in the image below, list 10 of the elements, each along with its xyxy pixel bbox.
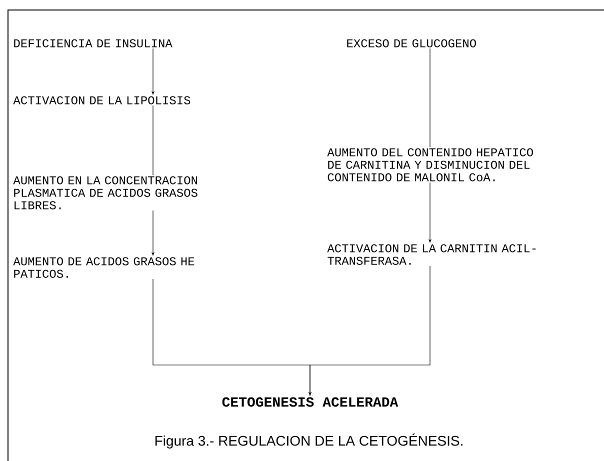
step-text: ACTIVACION DE LA CARNITIN ACIL-TRANSFERASA. xyxy=(327,244,536,265)
step-text: AUMENTO DE ACIDOS GRASOS HE PATICOS. xyxy=(13,257,194,278)
step-text: ACTIVACION DE LA LIPOLISIS xyxy=(13,96,190,104)
step-text: EXCESO DE GLUCOGENO xyxy=(347,39,476,48)
step-text: AUMENTO DEL CONTENIDO HEPATICO DE CARNITINA Y DISMINUCION DEL CONTENIDO DE MALONIL CoA. xyxy=(327,148,533,182)
step-text: DEFICIENCIA DE INSULINA xyxy=(14,39,172,48)
caption: Figura 3.- REGULACION DE LA CETOGÉNESIS. xyxy=(155,433,462,449)
step-text: CETOGENESIS ACELERADA xyxy=(222,397,398,407)
step-text: AUMENTO EN LA CONCENTRACION PLASMATICA DE ACIDOS GRASOS LIBRES. xyxy=(13,176,198,210)
connector-line xyxy=(152,105,154,176)
